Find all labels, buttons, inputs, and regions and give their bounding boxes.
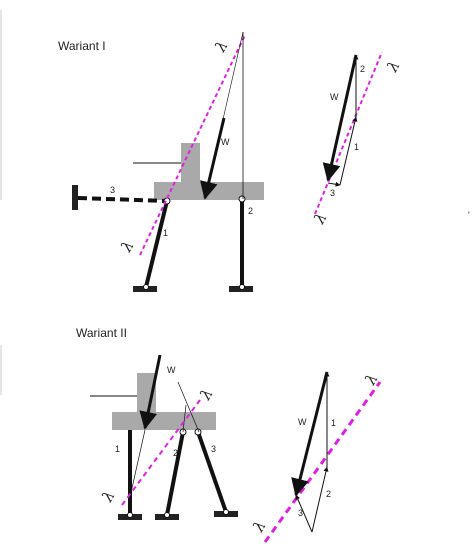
v2-lambda-line <box>121 399 201 506</box>
v2-polygon-label-s2: 2 <box>326 489 331 499</box>
v1-lambda-label-top: λ <box>211 37 232 55</box>
v1-polygon-label-s1: 1 <box>354 142 359 152</box>
variant-1-title: Wariant I <box>58 39 106 53</box>
v1-label-bar-2: 2 <box>248 206 253 216</box>
variant-2-title: Wariant II <box>76 326 127 340</box>
v2-force-w <box>139 354 162 430</box>
v2-label-w: W <box>167 365 176 375</box>
v1-bar-3 <box>77 196 168 203</box>
v2-polygon-s3 <box>295 494 313 533</box>
v2-polygon-s2 <box>311 466 329 533</box>
v1-body-upper <box>181 143 200 183</box>
v1-label-bar-3: 3 <box>110 185 115 195</box>
v1-polygon-label-s3: 3 <box>330 188 335 198</box>
v2-pin-bottom-1 <box>127 512 133 518</box>
v1-pin-bottom-1 <box>143 284 149 290</box>
v2-polygon-w <box>291 371 329 497</box>
v1-polygon-lambda-bottom: λ <box>310 209 331 227</box>
v2-pin-bottom-3 <box>223 509 229 515</box>
v2-bar-3 <box>196 431 228 513</box>
v1-wall-support <box>72 185 78 210</box>
v1-pin-top-2 <box>238 195 246 203</box>
edge-mark: ' <box>468 210 470 220</box>
v2-bar-2 <box>165 431 185 516</box>
v2-label-bar-2: 2 <box>173 448 178 458</box>
v2-construction-bar-3-ext <box>177 381 200 433</box>
v1-label-w: W <box>221 137 230 147</box>
v1-polygon-w <box>322 54 358 182</box>
v2-label-bar-3: 3 <box>211 444 216 454</box>
v1-lambda-line <box>139 34 246 256</box>
v2-polygon-label-s3: 3 <box>298 508 303 518</box>
v2-lambda-label-bottom: λ <box>98 487 119 505</box>
variant-2: Wariant II W 1 2 3 λ λ <box>76 326 382 543</box>
v2-polygon-label-w: W <box>298 417 307 427</box>
v2-force-polygon: W 1 2 3 λ λ <box>249 370 382 543</box>
v1-polygon-label-s2: 2 <box>360 64 365 74</box>
variant-1: Wariant I W 3 1 2 λ λ <box>58 31 404 292</box>
v1-polygon-lambda-top: λ <box>383 57 404 75</box>
v2-polygon-label-s1: 1 <box>331 418 336 428</box>
v2-body-plate <box>112 412 216 430</box>
v2-polygon-lambda-bottom: λ <box>249 517 270 535</box>
v2-polygon-lambda-line <box>263 381 382 543</box>
v1-force-w <box>199 117 226 200</box>
v1-polygon-lambda-line <box>314 51 383 215</box>
v1-polygon-s3 <box>327 181 341 187</box>
v1-label-bar-1: 1 <box>163 228 168 238</box>
v1-polygon-s1 <box>339 116 358 186</box>
v1-polygon-label-w: W <box>330 92 339 102</box>
v2-pin-bottom-2 <box>164 512 170 518</box>
v2-construction-w-ext <box>129 429 146 498</box>
v2-construction-bar-2-ext <box>182 404 187 433</box>
v2-label-bar-1: 1 <box>115 444 120 454</box>
v1-force-polygon: W 2 1 3 λ λ <box>310 51 404 228</box>
v1-pin-bottom-2 <box>239 284 245 290</box>
v1-lambda-label-bottom: λ <box>117 237 138 255</box>
v1-bar-1 <box>144 200 169 288</box>
